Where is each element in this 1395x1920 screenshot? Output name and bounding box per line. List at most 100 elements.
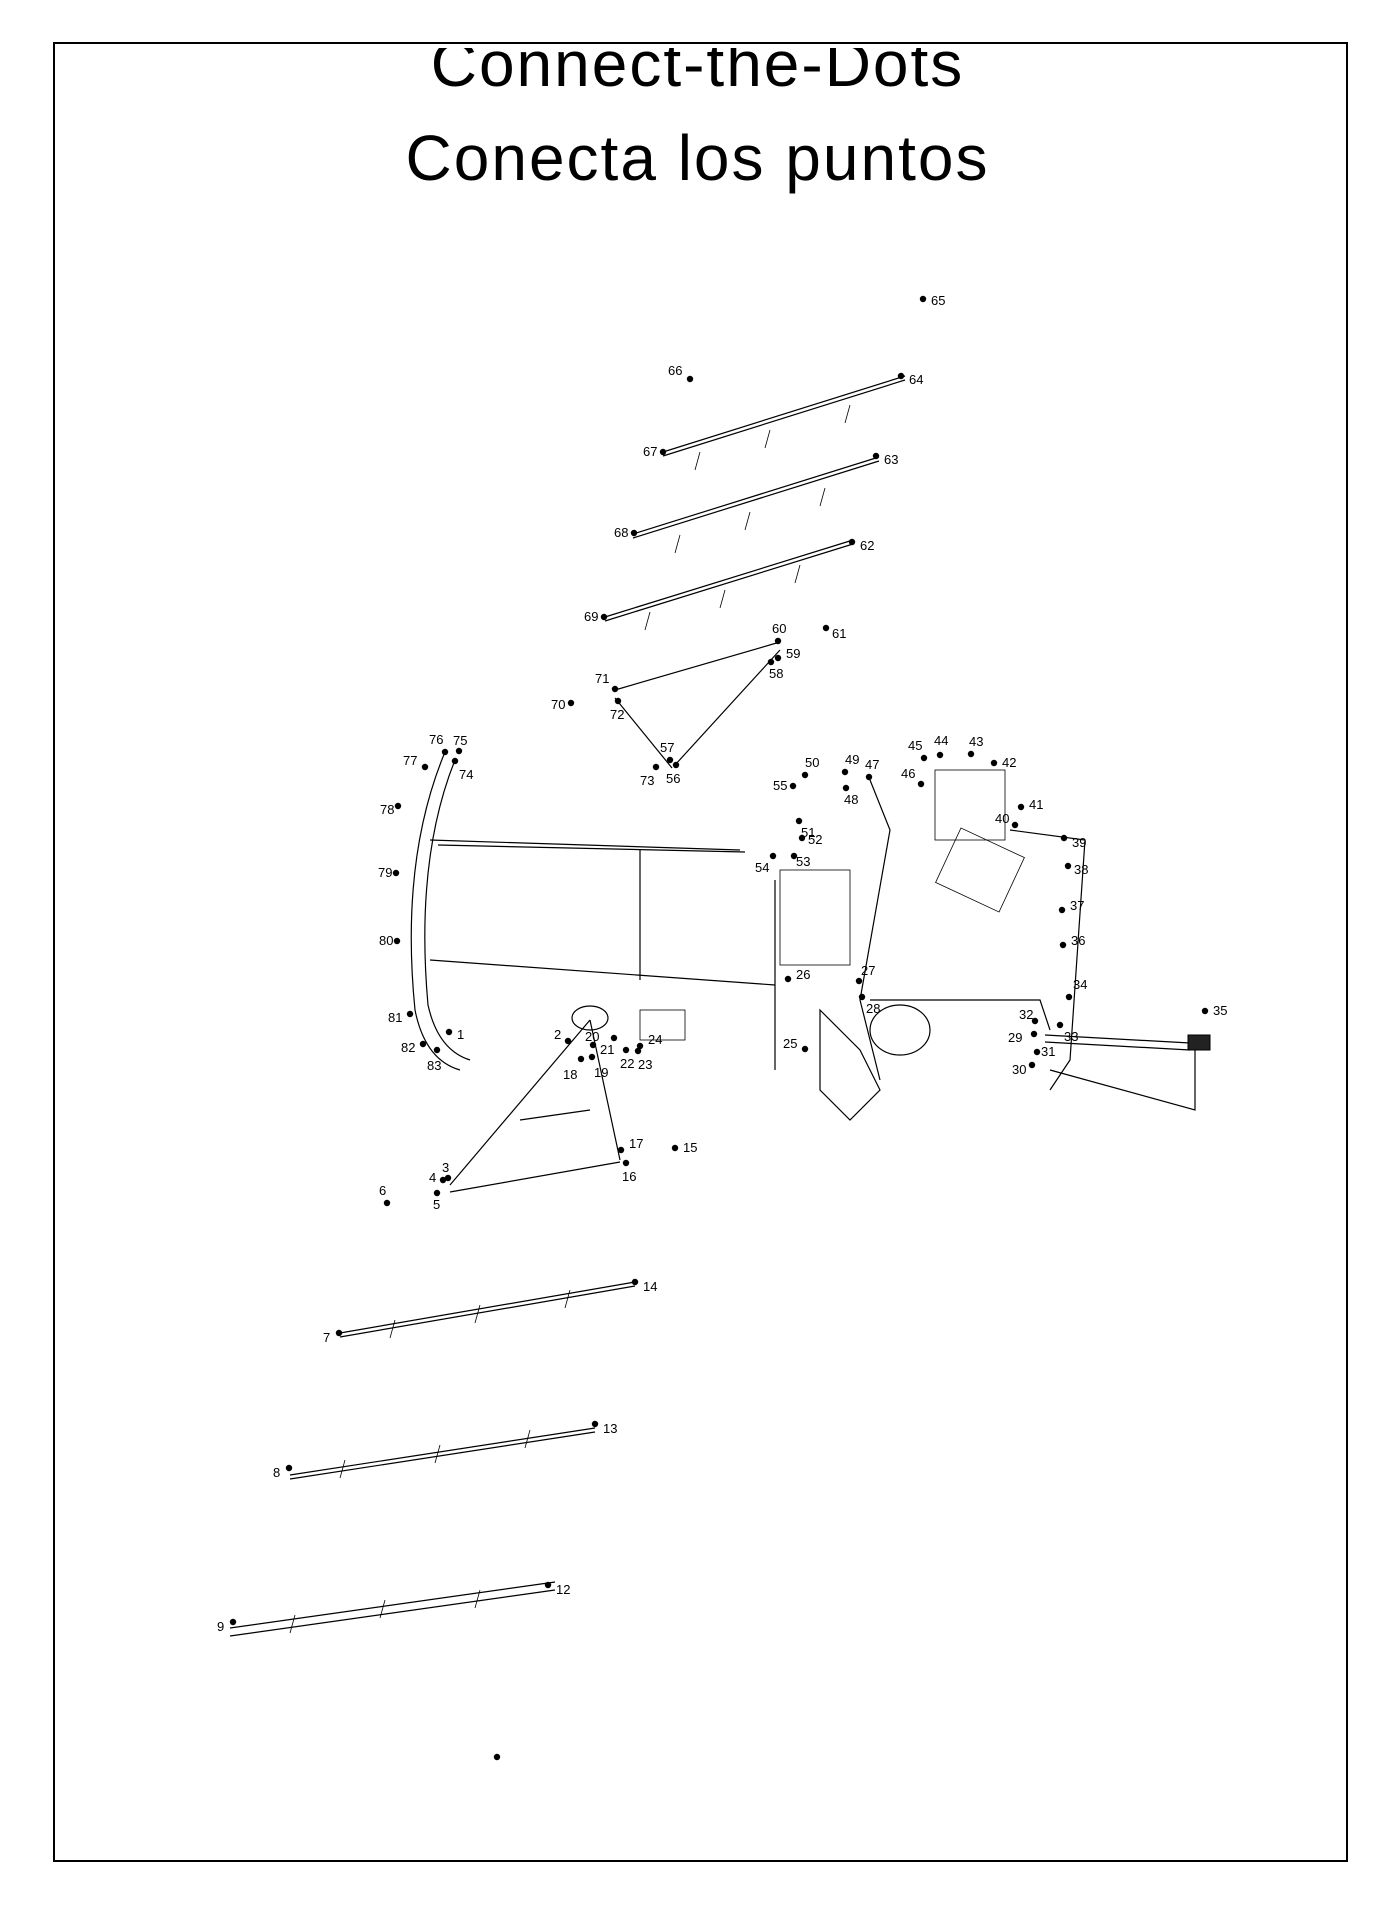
dot-point-82 [419, 1040, 427, 1048]
dot-number-label: 24 [648, 1032, 662, 1047]
dot-number-label: 20 [585, 1029, 599, 1044]
dot-69: 69 [584, 609, 608, 624]
dot-21: 21 [600, 1034, 618, 1057]
dot-81: 81 [388, 1010, 414, 1025]
dot-point-7 [335, 1329, 343, 1337]
dot-82: 82 [401, 1040, 427, 1055]
dot-number-label: 74 [459, 767, 473, 782]
dot-number-label: 44 [934, 733, 948, 748]
dot-64: 64 [897, 372, 923, 387]
dot-number-label: 32 [1019, 1007, 1033, 1022]
dot-number-label: 18 [563, 1067, 577, 1082]
dot-18: 18 [563, 1055, 585, 1082]
dot-point-52 [798, 834, 806, 842]
dot-48: 48 [842, 784, 858, 807]
dot-point-3 [444, 1174, 452, 1182]
title-spanish: Conecta los puntos [405, 122, 990, 194]
dot-number-label: 25 [783, 1036, 797, 1051]
dot-point-8 [285, 1464, 293, 1472]
dot-point-33 [1056, 1021, 1064, 1029]
dot-point-61 [822, 624, 830, 632]
dot-66: 66 [668, 363, 694, 383]
dot-point-12 [544, 1581, 552, 1589]
dot-number-label: 27 [861, 963, 875, 978]
dot-42: 42 [990, 755, 1016, 770]
dot-76: 76 [429, 732, 449, 756]
dot-point-70 [567, 699, 575, 707]
dot-point-29 [1030, 1030, 1038, 1038]
dot-point-35 [1201, 1007, 1209, 1015]
dot-point-21 [610, 1034, 618, 1042]
dot-72: 72 [610, 697, 624, 722]
dot-40: 40 [995, 811, 1019, 829]
dot-number-label: 68 [614, 525, 628, 540]
dot-56: 56 [666, 761, 680, 786]
dot-25: 25 [783, 1036, 809, 1053]
dot-number-label: 59 [786, 646, 800, 661]
dot-71: 71 [595, 671, 619, 693]
dot-number-label: 21 [600, 1042, 614, 1057]
dot-37: 37 [1058, 898, 1084, 914]
dot-point-24 [636, 1042, 644, 1050]
dot-number-label: 33 [1064, 1029, 1078, 1044]
dot-39: 39 [1060, 834, 1086, 850]
dot-65: 65 [919, 293, 945, 308]
dot-number-label: 54 [755, 860, 769, 875]
dot-point-15 [671, 1144, 679, 1152]
dot-point-57 [666, 756, 674, 764]
dot-number-label: 29 [1008, 1030, 1022, 1045]
dot-number-label: 47 [865, 757, 879, 772]
dot-point-78 [394, 802, 402, 810]
dot-point-71 [611, 685, 619, 693]
dot-33: 33 [1056, 1021, 1078, 1044]
dot-79: 79 [378, 865, 400, 880]
dot-number-label: 66 [668, 363, 682, 378]
dot-number-label: 17 [629, 1136, 643, 1151]
dot-number-label: 77 [403, 753, 417, 768]
dot-number-label: 65 [931, 293, 945, 308]
dot-43: 43 [967, 734, 983, 758]
dot-59: 59 [774, 646, 800, 662]
dot-point-46 [917, 780, 925, 788]
dot-50: 50 [801, 755, 819, 779]
dot-61: 61 [822, 624, 846, 641]
dot-number-label: 56 [666, 771, 680, 786]
dot-number-label: 9 [217, 1619, 224, 1634]
dot-number-label: 2 [554, 1027, 561, 1042]
dot-number-label: 71 [595, 671, 609, 686]
dot-point-32 [1031, 1017, 1039, 1025]
dot-point-65 [919, 295, 927, 303]
dot-number-label: 36 [1071, 933, 1085, 948]
dot-80: 80 [379, 933, 401, 948]
dot-number-label: 64 [909, 372, 923, 387]
dot-number-label: 37 [1070, 898, 1084, 913]
dot-54: 54 [755, 852, 777, 875]
dot-47: 47 [865, 757, 879, 781]
dot-number-label: 8 [273, 1465, 280, 1480]
dot-point-73 [652, 763, 660, 771]
dot-number-label: 40 [995, 811, 1009, 826]
dot-number-label: 35 [1213, 1003, 1227, 1018]
dot-34: 34 [1065, 977, 1087, 1001]
dot-point-66 [686, 375, 694, 383]
dot-point-5 [433, 1189, 441, 1197]
dot-29: 29 [1008, 1030, 1038, 1045]
dot-number-label: 14 [643, 1279, 657, 1294]
dot-44: 44 [934, 733, 948, 759]
dot-number-label: 69 [584, 609, 598, 624]
dot-point-1 [445, 1028, 453, 1036]
dot-78: 78 [380, 802, 402, 817]
dot-point-43 [967, 750, 975, 758]
dot-28: 28 [858, 993, 880, 1016]
dot-point-63 [872, 452, 880, 460]
dot-12: 12 [544, 1581, 570, 1597]
dot-point-68 [630, 529, 638, 537]
dot-8: 8 [273, 1464, 293, 1480]
dot-point-20 [589, 1041, 597, 1049]
dot-point-22 [622, 1046, 630, 1054]
telescope-outline [229, 375, 1211, 1637]
dot-point-72 [614, 697, 622, 705]
dot-number-label: 38 [1074, 862, 1088, 877]
dot-point-4 [439, 1176, 447, 1184]
